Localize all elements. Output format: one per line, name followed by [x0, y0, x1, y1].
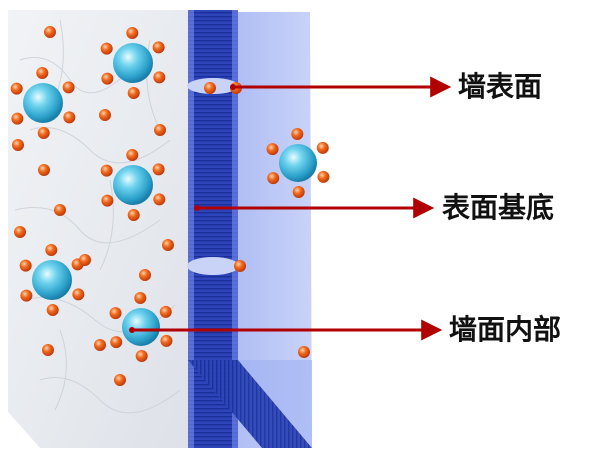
small-ion-icon: [298, 346, 310, 358]
small-ion-icon: [44, 26, 56, 38]
small-ion-icon: [79, 254, 91, 266]
small-ion-icon: [139, 269, 151, 281]
small-ion-icon: [204, 82, 216, 94]
small-ion-icon: [42, 344, 54, 356]
small-ion-icon: [94, 339, 106, 351]
small-ion-icon: [12, 139, 24, 151]
hydrated-ion-icon: [10, 67, 76, 139]
wall-bottom: [188, 360, 312, 448]
small-ion-icon: [234, 260, 246, 272]
small-ion-icon: [38, 164, 50, 176]
small-ion-icon: [154, 124, 166, 136]
wall-side: [232, 12, 312, 448]
particles: [10, 26, 330, 386]
hydrated-ion-icon: [266, 128, 330, 198]
hydrated-ion-icon: [109, 292, 173, 362]
small-ion-icon: [162, 239, 174, 251]
small-ion-icon: [14, 226, 26, 238]
label-wall-surface: 墙表面: [458, 70, 543, 103]
small-ion-icon: [99, 109, 111, 121]
hydrated-ion-icon: [100, 27, 166, 99]
label-wall-interior: 墙面内部: [449, 313, 562, 346]
small-ion-icon: [54, 204, 66, 216]
small-ion-icon: [114, 374, 126, 386]
hydrated-ion-icon: [19, 244, 85, 316]
label-surface-base: 表面基底: [442, 191, 555, 224]
hydrated-ion-icon: [100, 149, 166, 221]
pore-middle: [187, 257, 239, 275]
